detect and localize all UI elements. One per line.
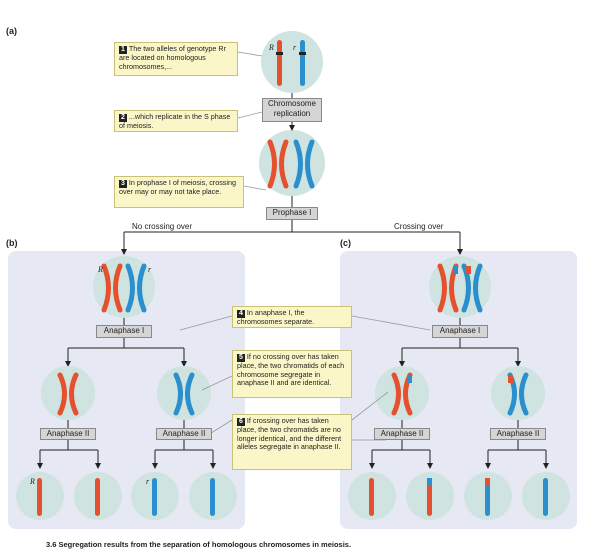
cell-initial [261, 31, 323, 93]
cell-c-left [375, 366, 429, 420]
chromosome-replicated-red [267, 139, 289, 189]
callout-3-number: 3 [119, 180, 127, 188]
panel-label-b: (b) [6, 238, 18, 248]
callout-2-number: 2 [119, 114, 127, 122]
stage-anaphase-1-right: Anaphase I [432, 325, 488, 338]
allele-label-r-initial: r [293, 43, 297, 52]
stage-anaphase-2-b-left: Anaphase II [40, 428, 96, 440]
callout-5-text: If no crossing over has taken place, the… [237, 352, 345, 388]
callout-1-number: 1 [119, 46, 127, 54]
panel-label-c: (c) [340, 238, 351, 248]
cell-c-right [491, 366, 545, 420]
callout-1-text: The two alleles of genotype Rr are locat… [119, 44, 226, 71]
stage-anaphase-1-left: Anaphase I [96, 325, 152, 338]
allele-label-r-b: r [148, 265, 152, 274]
panel-label-a: (a) [6, 26, 17, 36]
branch-label-no-crossing-over: No crossing over [132, 222, 193, 231]
stage-anaphase-2-b-right: Anaphase II [156, 428, 212, 440]
branch-label-crossing-over: Crossing over [394, 222, 444, 231]
callout-4-text: In anaphase I, the chromosomes separate. [237, 308, 315, 326]
callout-6-text: If crossing over has taken place, the tw… [237, 416, 342, 452]
callout-2: 2...which replicate in the S phase of me… [114, 110, 238, 132]
stage-anaphase-2-c-left: Anaphase II [374, 428, 430, 440]
chromosome-replicated-blue [293, 139, 315, 189]
cell-b-left [41, 366, 95, 420]
stage-chromosome-replication: Chromosome replication [262, 98, 322, 122]
chromosome-initial-R [276, 40, 283, 86]
figure-caption: 3.6 Segregation results from the separat… [46, 540, 352, 549]
callout-6-number: 6 [237, 418, 245, 426]
callout-3-text: In prophase I of meiosis, crossing over … [119, 178, 236, 196]
allele-label-r-final: r [146, 477, 150, 486]
allele-label-R-final: R [29, 477, 35, 486]
stage-prophase-1: Prophase I [266, 207, 318, 220]
callout-2-text: ...which replicate in the S phase of mei… [119, 112, 231, 130]
allele-label-R-b: R [97, 265, 103, 274]
stage-anaphase-2-c-right: Anaphase II [490, 428, 546, 440]
callout-5-number: 5 [237, 354, 245, 362]
allele-label-R-initial: R [268, 43, 274, 52]
callout-4-number: 4 [237, 310, 245, 318]
chromosome-initial-r [299, 40, 306, 86]
cell-b-right [157, 366, 211, 420]
